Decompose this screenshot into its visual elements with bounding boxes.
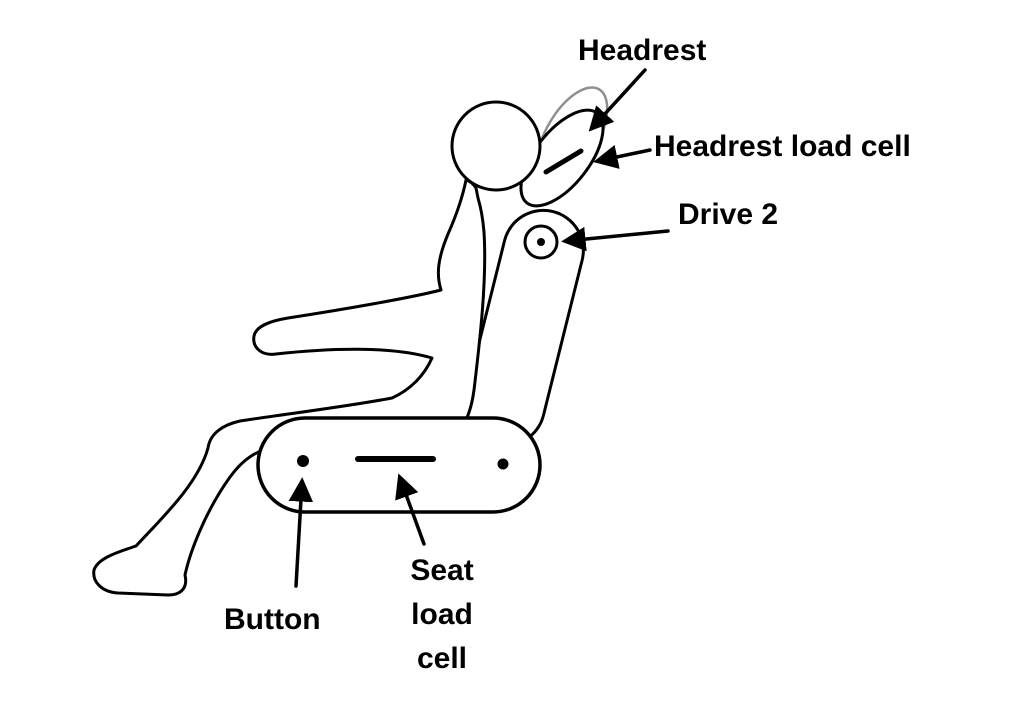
drive2-indicator-dot — [537, 238, 545, 246]
drive2-label: Drive 2 — [678, 198, 778, 231]
seat-base — [256, 416, 542, 514]
seat-load-cell-arrow — [395, 473, 426, 546]
headrest-label: Headrest — [578, 34, 706, 67]
seat-pivot-dot — [497, 458, 509, 470]
seat-load-cell-label-line3: cell — [417, 642, 467, 675]
seat-load-cell-label-line2: load — [411, 598, 473, 631]
headrest-arrow — [588, 68, 647, 132]
seat-load-cell-label-line1: Seat — [410, 554, 473, 587]
button-arrow — [288, 477, 314, 588]
headrest-load-cell-arrow — [593, 144, 652, 169]
person-figure — [92, 178, 487, 597]
headrest-load-cell-label: Headrest load cell — [654, 130, 911, 163]
drive2-arrow — [561, 226, 670, 252]
button-label: Button — [224, 603, 321, 636]
headrest-load-cell-mark — [543, 148, 584, 175]
button-dot — [297, 455, 309, 467]
person-head — [450, 100, 542, 192]
